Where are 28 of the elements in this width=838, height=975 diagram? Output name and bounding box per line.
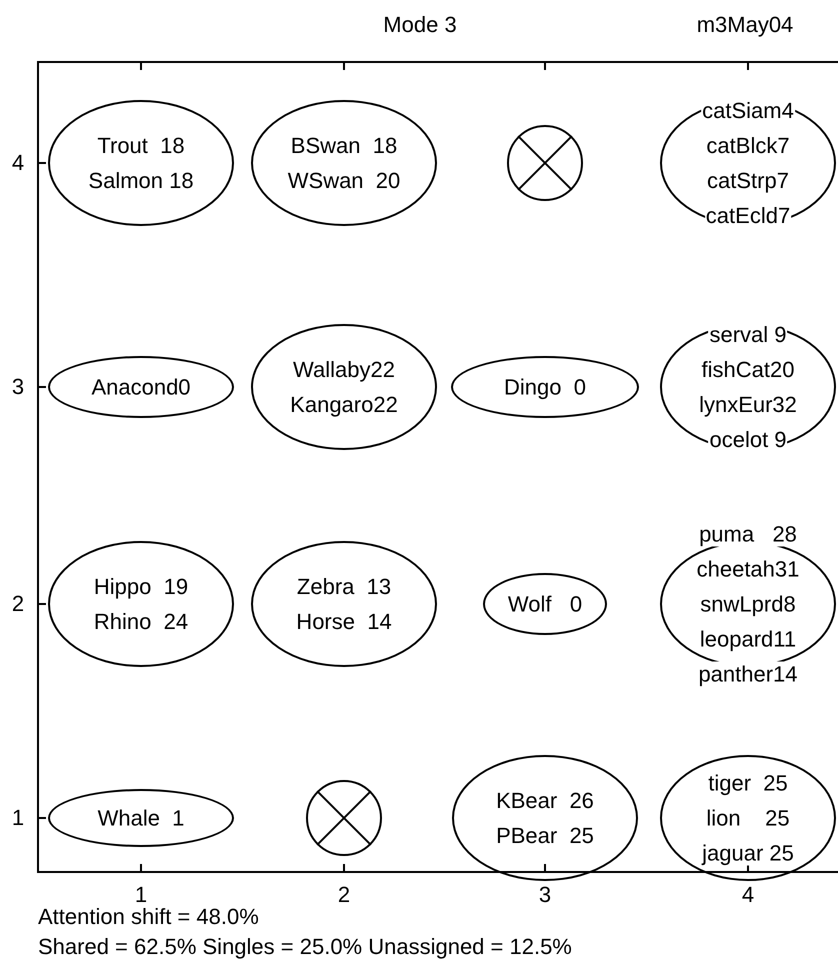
- crossed-circle-node: [507, 125, 583, 201]
- axis-tick-label: 1: [134, 884, 148, 906]
- ellipse-node: [48, 789, 234, 847]
- axis-tick-label: 2: [12, 593, 24, 615]
- ellipse-node: [251, 541, 437, 667]
- axis-tick-label: 4: [742, 884, 754, 906]
- ellipse-node: [483, 573, 607, 635]
- node-text: panther14: [697, 662, 799, 686]
- ellipse-node: [48, 541, 234, 667]
- statistics-note: Attention shift = 48.0%: [38, 906, 259, 928]
- plot-subtitle: m3May04: [696, 14, 794, 36]
- ellipse-node: [48, 356, 234, 418]
- axis-tick-label: 3: [12, 376, 24, 398]
- axis-tick-label: 2: [338, 884, 350, 906]
- statistics-note: Shared = 62.5% Singles = 25.0% Unassigned = 12.5%: [38, 936, 572, 958]
- axis-tick-label: 1: [12, 807, 24, 829]
- ellipse-node: [251, 324, 437, 450]
- ellipse-node: [452, 755, 638, 881]
- ellipse-node: [48, 100, 234, 226]
- ellipse-node: [660, 755, 836, 881]
- ellipse-node: [451, 356, 639, 418]
- plot-title: Mode 3: [383, 14, 457, 36]
- axis-tick-label: 4: [12, 152, 24, 174]
- ellipse-node: [660, 324, 836, 450]
- ellipse-node: [660, 100, 836, 226]
- axis-tick-label: 3: [538, 884, 552, 906]
- crossed-circle-node: [306, 780, 382, 856]
- ellipse-node: [251, 100, 437, 226]
